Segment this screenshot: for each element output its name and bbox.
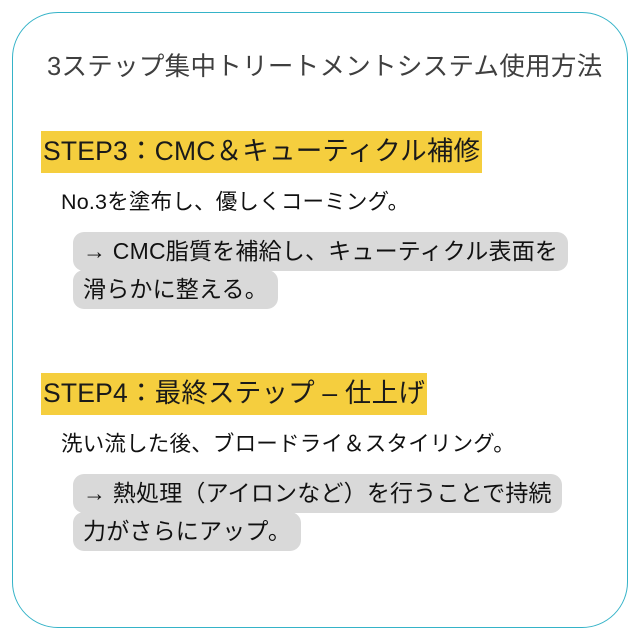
step-3-callout: → CMC脂質を補給し、キューティクル表面を滑らかに整える。 [73,231,569,310]
step-block-3: STEP3：CMC＆キューティクル補修 No.3を塗布し、優しくコーミング。 →… [13,131,627,310]
step-block-4: STEP4：最終ステップ – 仕上げ 洗い流した後、ブロードライ＆スタイリング。… [13,373,627,552]
step-3-heading-wrap: STEP3：CMC＆キューティクル補修 [41,131,483,173]
step-3-callout-wrap: → CMC脂質を補給し、キューティクル表面を滑らかに整える。 [73,231,569,310]
instruction-card: 3ステップ集中トリートメントシステム使用方法 STEP3：CMC＆キューティクル… [12,12,628,628]
step-4-callout-wrap: → 熱処理（アイロンなど）を行うことで持続力がさらにアップ。 [73,473,562,552]
step-3-heading: STEP3：CMC＆キューティクル補修 [41,131,483,173]
step-4-callout: → 熱処理（アイロンなど）を行うことで持続力がさらにアップ。 [73,473,562,552]
card-content: 3ステップ集中トリートメントシステム使用方法 STEP3：CMC＆キューティクル… [13,13,627,627]
step-4-heading: STEP4：最終ステップ – 仕上げ [41,373,428,415]
step-4-subtext: 洗い流した後、ブロードライ＆スタイリング。 [61,431,515,456]
step-4-heading-wrap: STEP4：最終ステップ – 仕上げ [41,373,428,415]
step-3-subtext: No.3を塗布し、優しくコーミング。 [61,189,410,214]
page-title: 3ステップ集中トリートメントシステム使用方法 [47,53,603,81]
